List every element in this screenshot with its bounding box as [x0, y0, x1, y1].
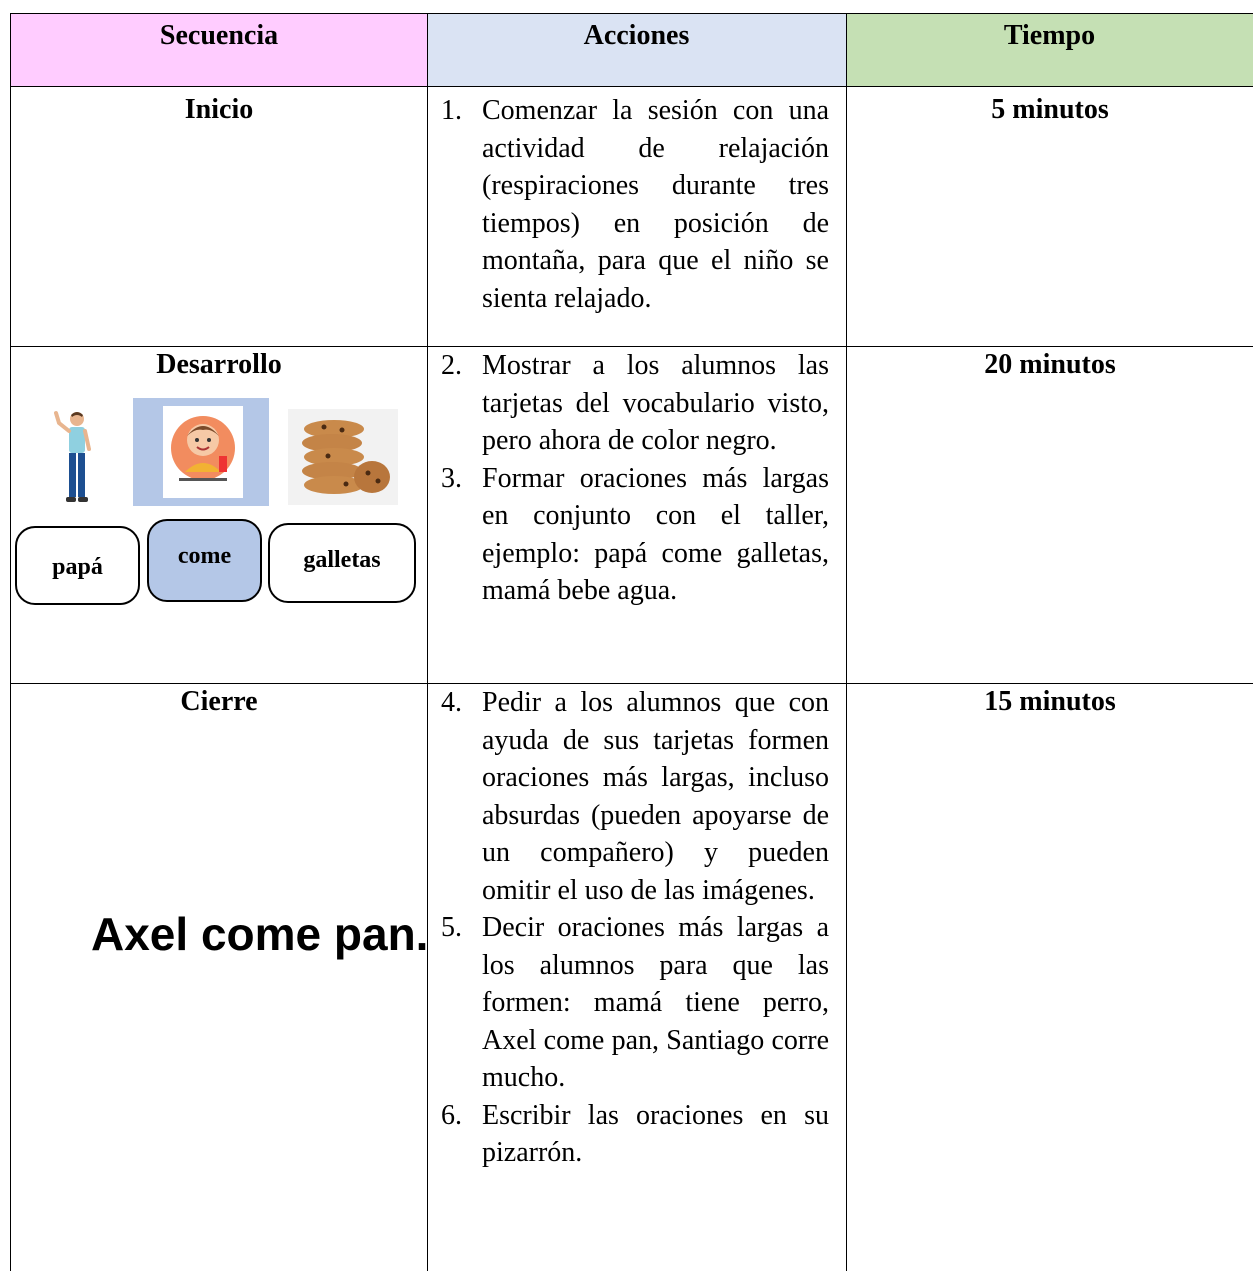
word-card-galletas: galletas	[268, 523, 416, 603]
word-card-label: come	[177, 543, 232, 569]
item-number: 1.	[441, 95, 462, 126]
item-number: 5.	[441, 912, 462, 943]
tiempo-cierre: 15 minutos	[984, 686, 1116, 717]
item-text: Mostrar a los alumnos las tarjetas del v…	[482, 350, 829, 456]
item-number: 3.	[441, 462, 462, 494]
tiempo-desarrollo: 20 minutos	[984, 349, 1116, 380]
acciones-cierre: 4. Pedir a los alumnos que con ayuda de …	[441, 684, 829, 1172]
table-row-divider	[10, 346, 1253, 347]
item-text: Escribir las oraciones en su pizarrón.	[482, 1099, 829, 1169]
list-item: 1. Comenzar la sesión con una actividad …	[441, 92, 829, 317]
header-acciones: Acciones	[427, 14, 846, 86]
table-row-cierre: Cierre Axel come pan. 4. Pedir a los alu…	[11, 684, 1253, 1271]
row-label-inicio: Inicio	[184, 94, 254, 125]
acciones-desarrollo: 2. Mostrar a los alumnos las tarjetas de…	[441, 347, 829, 610]
word-card-label: papá	[52, 554, 103, 580]
table-row-desarrollo: Desarrollo	[11, 347, 1253, 683]
example-sentence: Axel come pan.	[91, 908, 429, 960]
acciones-inicio: 1. Comenzar la sesión con una actividad …	[441, 92, 829, 317]
table-column-divider	[427, 13, 428, 1271]
row-label-cierre: Cierre	[180, 686, 258, 717]
item-text: Formar oraciones más largas en conjunto …	[482, 462, 829, 607]
item-text: Decir oraciones más largas a los alumnos…	[482, 912, 829, 1093]
table-column-divider	[846, 13, 847, 1271]
header-tiempo-label: Tiempo	[1003, 20, 1096, 51]
list-item: 6. Escribir las oraciones en su pizarrón…	[441, 1097, 829, 1172]
item-text: Pedir a los alumnos que con ayuda de sus…	[482, 687, 829, 906]
table-border-top	[10, 13, 1253, 14]
row-label-desarrollo: Desarrollo	[156, 349, 282, 380]
word-card-come: come	[147, 519, 262, 602]
cookies-icon	[288, 409, 398, 505]
header-secuencia-label: Secuencia	[159, 20, 279, 51]
header-tiempo: Tiempo	[846, 14, 1253, 86]
table-row-divider	[10, 683, 1253, 684]
table-row-divider	[10, 86, 1253, 87]
list-item: 5. Decir oraciones más largas a los alum…	[441, 909, 829, 1097]
table-row-inicio: Inicio 1. Comenzar la sesión con una act…	[11, 87, 1253, 346]
item-text: Comenzar la sesión con una actividad de …	[482, 95, 829, 314]
item-number: 6.	[441, 1099, 462, 1131]
tiempo-inicio: 5 minutos	[991, 94, 1109, 125]
list-item: 4. Pedir a los alumnos que con ayuda de …	[441, 684, 829, 909]
man-standing-icon	[47, 409, 101, 505]
boy-eating-card	[133, 398, 269, 506]
header-acciones-label: Acciones	[583, 20, 690, 51]
boy-eating-icon	[163, 406, 243, 498]
item-number: 2.	[441, 350, 462, 381]
header-secuencia: Secuencia	[11, 14, 427, 86]
list-item: 3. Formar oraciones más largas en conjun…	[441, 460, 829, 610]
list-item: 2. Mostrar a los alumnos las tarjetas de…	[441, 347, 829, 460]
table-border-left	[10, 13, 11, 1271]
item-number: 4.	[441, 687, 462, 718]
word-card-label: galletas	[303, 547, 381, 573]
word-card-papa: papá	[15, 526, 140, 605]
